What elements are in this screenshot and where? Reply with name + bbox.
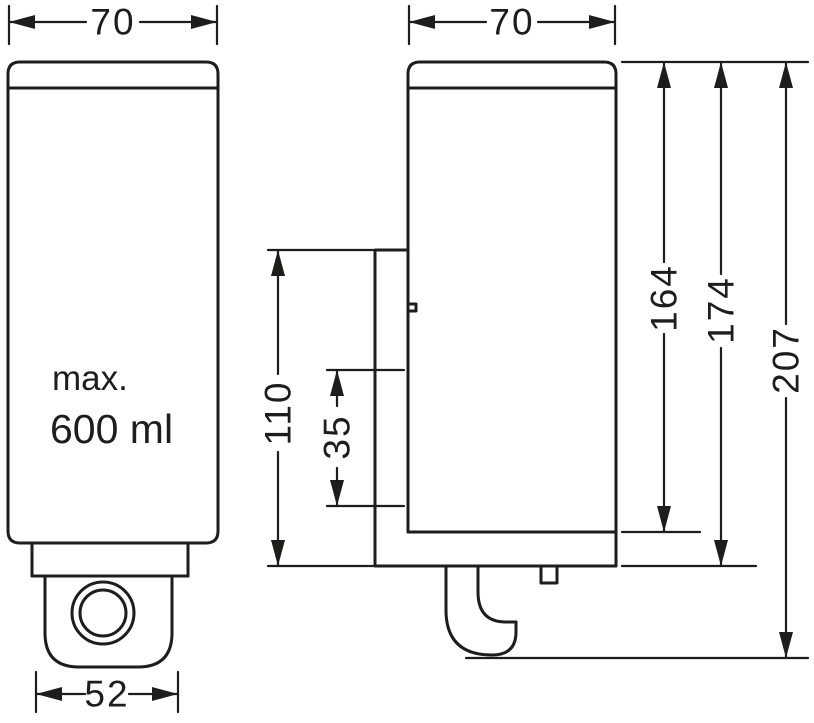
- dim-label-hole-spacing: 35: [317, 414, 358, 459]
- arrow-up-icon: [657, 62, 671, 88]
- arrow-left-icon: [36, 687, 62, 701]
- arrow-up-icon: [779, 62, 793, 88]
- arrow-down-icon: [714, 540, 728, 566]
- arrow-right-icon: [152, 687, 178, 701]
- arrow-down-icon: [330, 480, 344, 506]
- front-spout-inner-circle: [78, 588, 128, 638]
- front-pump-head: [43, 574, 174, 669]
- arrow-up-icon: [271, 250, 285, 276]
- front-spout-outer-circle: [70, 580, 136, 646]
- arrow-left-icon: [9, 15, 35, 29]
- dim-label-front-width: 70: [90, 2, 135, 43]
- side-body-outline: [406, 60, 618, 534]
- spout-mount-tab: [539, 564, 559, 585]
- arrow-right-icon: [589, 15, 615, 29]
- front-view: 70 max. 600 ml 52: [6, 2, 220, 715]
- dim-front-width: 70: [7, 2, 219, 46]
- dim-total-height: 207: [464, 60, 810, 660]
- side-spout: [444, 564, 559, 657]
- wall-bracket: [373, 248, 618, 568]
- capacity-line2: 600 ml: [50, 406, 173, 452]
- arrow-right-icon: [191, 15, 217, 29]
- arrow-down-icon: [779, 632, 793, 658]
- front-body-outline: [6, 60, 220, 545]
- side-body-notch: [406, 302, 418, 313]
- dim-label-total-height: 207: [766, 326, 807, 394]
- capacity-line1: max.: [52, 359, 128, 398]
- dim-bracket-bottom: 174: [620, 60, 758, 568]
- dim-side-depth: 70: [407, 2, 617, 46]
- dim-hole-spacing: 35: [317, 368, 406, 508]
- arrow-up-icon: [714, 62, 728, 88]
- dim-label-body-height: 164: [644, 264, 685, 332]
- spout-inner-edge: [476, 564, 518, 624]
- dim-label-side-depth: 70: [489, 2, 534, 43]
- dim-bracket-height: 110: [258, 248, 375, 568]
- front-collar: [30, 541, 190, 578]
- arrow-down-icon: [657, 506, 671, 532]
- bracket-back-plate: [373, 248, 410, 568]
- dim-label-bracket-bottom: 174: [701, 276, 742, 344]
- dim-body-height: 164: [620, 60, 702, 534]
- capacity-label: max. 600 ml: [50, 359, 173, 452]
- arrow-left-icon: [409, 15, 435, 29]
- spout-outer-edge: [444, 564, 518, 657]
- pump-head-outline: [43, 574, 174, 669]
- dim-label-bracket-height: 110: [258, 381, 299, 446]
- side-view: 70 110: [258, 2, 810, 660]
- arrow-up-icon: [330, 370, 344, 396]
- dim-front-spout-width: 52: [34, 670, 180, 715]
- dim-label-spout-width: 52: [84, 674, 129, 715]
- arrow-down-icon: [271, 540, 285, 566]
